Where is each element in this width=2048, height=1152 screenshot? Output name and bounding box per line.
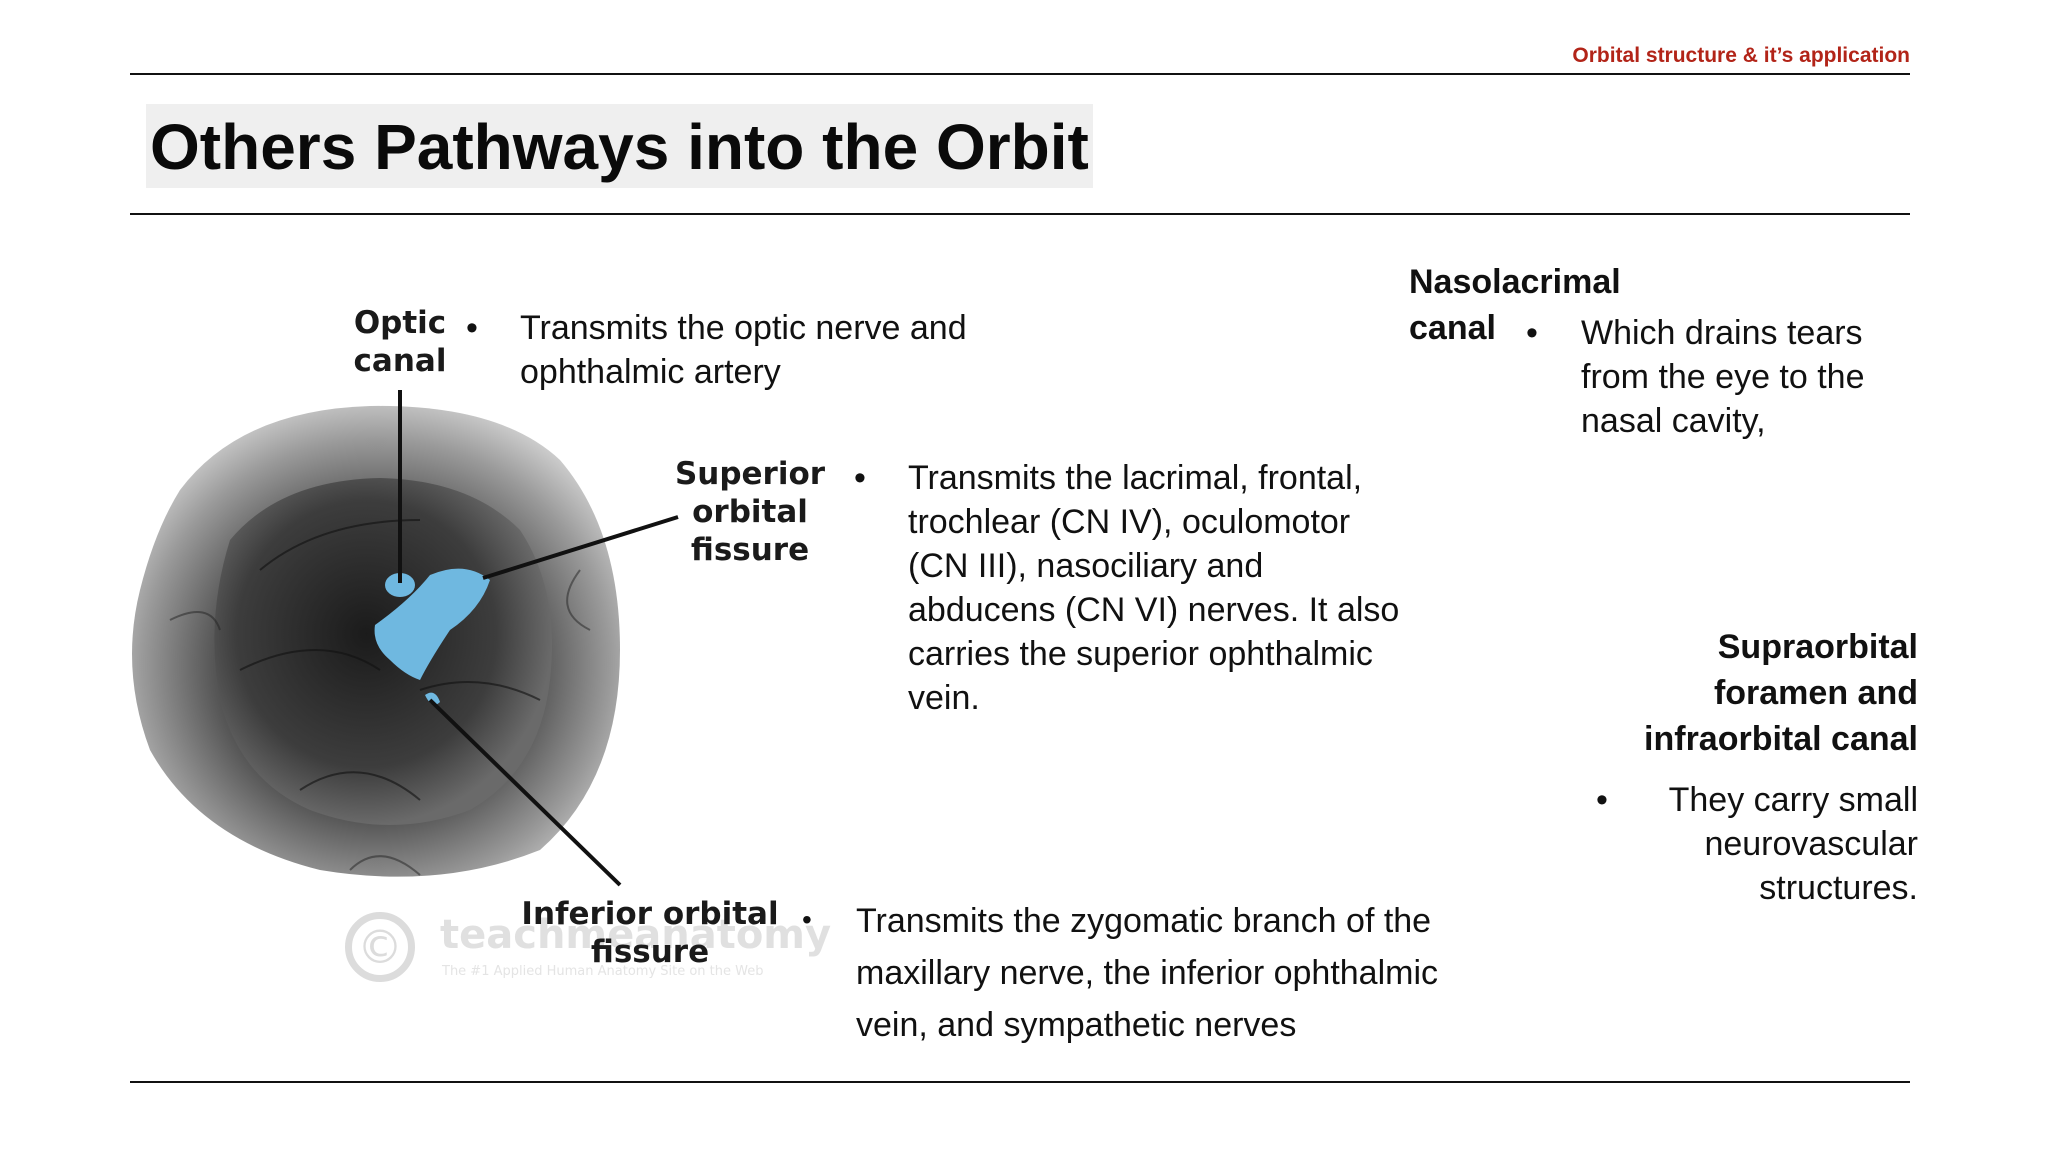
optic-canal-label-line1: Optic	[353, 305, 447, 341]
sof-desc-line3: (CN III), nasociliary and	[908, 547, 1264, 585]
supraorbital-desc-line3: structures.	[1759, 869, 1918, 907]
iof-desc-line1: Transmits the zygomatic branch of the	[856, 902, 1432, 940]
sof-desc-line6: vein.	[908, 679, 980, 717]
copyright-icon: ©	[345, 912, 415, 982]
sof-label-line1: Superior	[674, 456, 826, 492]
optic-description: Transmits the optic nerve and ophthalmic…	[520, 306, 967, 394]
header-rule	[130, 73, 1910, 75]
sof-desc-line2: trochlear (CN IV), oculomotor	[908, 503, 1351, 541]
inferior-orbital-fissure-label: Inferior orbital fissure	[515, 895, 785, 971]
iof-desc-line3: vein, and sympathetic nerves	[856, 1006, 1297, 1044]
supraorbital-heading-line3: infraorbital canal	[1644, 720, 1918, 758]
nasolacrimal-heading-line1: Nasolacrimal	[1409, 263, 1621, 301]
sof-description: Transmits the lacrimal, frontal, trochle…	[908, 456, 1399, 720]
iof-description: Transmits the zygomatic branch of the ma…	[856, 895, 1438, 1051]
iof-label-line1: Inferior orbital	[521, 896, 779, 932]
nasolacrimal-bullet: •	[1526, 314, 1538, 352]
title-rule	[130, 213, 1910, 215]
nasolacrimal-description: Which drains tears from the eye to the n…	[1581, 311, 1865, 443]
supraorbital-heading-line2: foramen and	[1713, 674, 1918, 712]
supraorbital-heading-line1: Supraorbital	[1717, 628, 1918, 666]
sof-label-line3: fissure	[690, 532, 810, 568]
nasolacrimal-heading: Nasolacrimal canal	[1409, 259, 1621, 351]
optic-bullet: •	[466, 309, 478, 347]
copyright-symbol: ©	[357, 920, 403, 974]
sof-desc-line5: carries the superior ophthalmic	[908, 635, 1373, 673]
supraorbital-bullet: •	[1596, 781, 1608, 819]
iof-desc-line2: maxillary nerve, the inferior ophthalmic	[856, 954, 1439, 992]
supraorbital-desc-line2: neurovascular	[1704, 825, 1918, 863]
optic-desc-line2: ophthalmic artery	[520, 353, 781, 391]
superior-orbital-fissure-label: Superior orbital fissure	[670, 455, 830, 569]
nasolacrimal-desc-line2: from the eye to the	[1581, 358, 1865, 396]
superior-orbital-fissure-highlight	[374, 568, 490, 680]
nasolacrimal-desc-line3: nasal cavity,	[1581, 402, 1766, 440]
nasolacrimal-heading-line2: canal	[1409, 309, 1496, 347]
iof-bullet: •	[802, 904, 812, 935]
optic-canal-label-line2: canal	[353, 343, 447, 379]
sof-bullet: •	[854, 459, 866, 497]
inferior-orbital-fissure-highlight	[425, 692, 440, 705]
sof-desc-line4: abducens (CN VI) nerves. It also	[908, 591, 1400, 629]
optic-canal-label: Optic canal	[340, 304, 460, 380]
optic-canal-highlight	[385, 573, 415, 597]
supraorbital-description: They carry small neurovascular structure…	[1669, 778, 1918, 910]
supraorbital-desc-line1: They carry small	[1668, 781, 1918, 819]
sof-label-line2: orbital	[692, 494, 808, 530]
sof-desc-line1: Transmits the lacrimal, frontal,	[908, 459, 1363, 497]
footer-rule	[130, 1081, 1910, 1083]
header-label: Orbital structure & it’s application	[1572, 44, 1910, 67]
optic-desc-line1: Transmits the optic nerve and	[520, 309, 967, 347]
slide-title: Others Pathways into the Orbit	[150, 111, 1089, 183]
watermark-brand: teachmeanatomy	[440, 912, 832, 958]
watermark-tagline: The #1 Applied Human Anatomy Site on the…	[442, 964, 764, 979]
nasolacrimal-desc-line1: Which drains tears	[1581, 314, 1863, 352]
iof-label-line2: fissure	[590, 934, 710, 970]
supraorbital-heading: Supraorbital foramen and infraorbital ca…	[1644, 624, 1918, 762]
title-box: Others Pathways into the Orbit	[146, 104, 1093, 188]
